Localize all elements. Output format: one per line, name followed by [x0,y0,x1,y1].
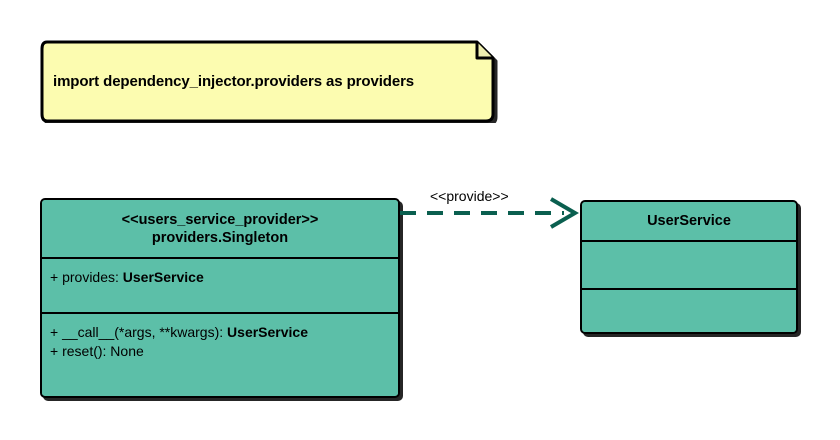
class-operations-provider: + __call__(*args, **kwargs): UserService… [42,312,398,395]
class-name: providers.Singleton [151,229,289,246]
operation-row: + __call__(*args, **kwargs): UserService [50,323,390,342]
class-operations-user-service [582,288,796,332]
note-text: import dependency_injector.providers as … [53,73,415,90]
class-box-user-service[interactable]: UserService [580,200,798,334]
note-shape[interactable]: import dependency_injector.providers as … [40,40,498,123]
operation-type: UserService [227,324,308,340]
attribute-type: UserService [122,269,204,285]
dependency-arrow-icon[interactable] [396,182,588,242]
attribute-label: provides: [62,269,123,285]
note-outline-icon [40,40,495,123]
operation-visibility: + [50,343,59,359]
class-stereotype: <<users_service_provider>> [121,211,319,228]
class-box-users-service-provider[interactable]: <<users_service_provider>> providers.Sin… [40,198,400,398]
attribute-row: + provides: UserService [50,268,390,287]
operation-label: reset(): None [62,343,144,359]
operation-row: + reset(): None [50,342,390,361]
operation-label: __call__(*args, **kwargs): [62,324,228,340]
class-header-user-service: UserService [582,202,796,240]
class-attributes-user-service [582,240,796,288]
class-name: UserService [647,213,731,229]
class-header-provider: <<users_service_provider>> providers.Sin… [42,200,398,257]
class-attributes-provider: + provides: UserService [42,257,398,312]
operation-visibility: + [50,324,59,340]
dependency-arrowhead [549,197,579,229]
attribute-visibility: + [50,269,59,285]
dependency-label: <<provide>> [430,188,509,204]
